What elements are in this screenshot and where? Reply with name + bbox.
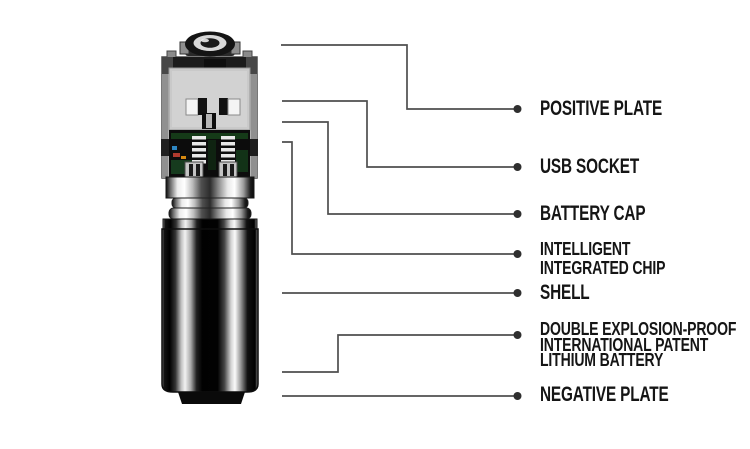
- callout-dot: [513, 250, 522, 258]
- label-line: DOUBLE EXPLOSION-PROOF: [540, 319, 737, 339]
- label-line: INTEGRATED CHIP: [540, 258, 666, 278]
- battery-cap-metal: [162, 176, 258, 230]
- label-negative-plate: NEGATIVE PLATE: [540, 383, 669, 406]
- callout-dot: [513, 210, 522, 218]
- callout-dot: [513, 289, 522, 297]
- callout-dot: [513, 105, 522, 113]
- callout-line-positive-plate: [281, 44, 514, 110]
- callout-line-battery-cap: [282, 121, 514, 215]
- label-lithium-battery: DOUBLE EXPLOSION-PROOF INTERNATIONAL PAT…: [540, 319, 737, 370]
- label-usb-socket: USB SOCKET: [540, 155, 640, 178]
- callout-line-usb-socket: [282, 100, 514, 168]
- label-shell: SHELL: [540, 281, 590, 304]
- label-positive-plate: POSITIVE PLATE: [540, 97, 663, 120]
- callout-dot: [513, 331, 522, 339]
- callout-line-intelligent-integrated-chip: [282, 141, 514, 255]
- callout-lines: [281, 44, 514, 397]
- usb-port: [168, 67, 251, 131]
- positive-terminal-button: [179, 31, 241, 57]
- label-intelligent-integrated-chip: INTELLIGENT INTEGRATED CHIP: [540, 240, 665, 278]
- label-line: INTERNATIONAL PATENT: [540, 334, 709, 355]
- label-battery-cap: BATTERY CAP: [540, 202, 646, 225]
- integrated-circuit-board: [169, 130, 250, 178]
- callout-dot: [513, 163, 522, 171]
- label-line: LITHIUM BATTERY: [540, 350, 664, 370]
- callout-dots: [513, 105, 522, 400]
- callout-dot: [513, 392, 522, 400]
- label-line: INTELLIGENT: [540, 239, 631, 259]
- battery-shell-body: [161, 228, 259, 393]
- contact-feet: [184, 161, 238, 178]
- callout-line-lithium-battery: [282, 334, 514, 373]
- negative-plate-base: [178, 392, 245, 404]
